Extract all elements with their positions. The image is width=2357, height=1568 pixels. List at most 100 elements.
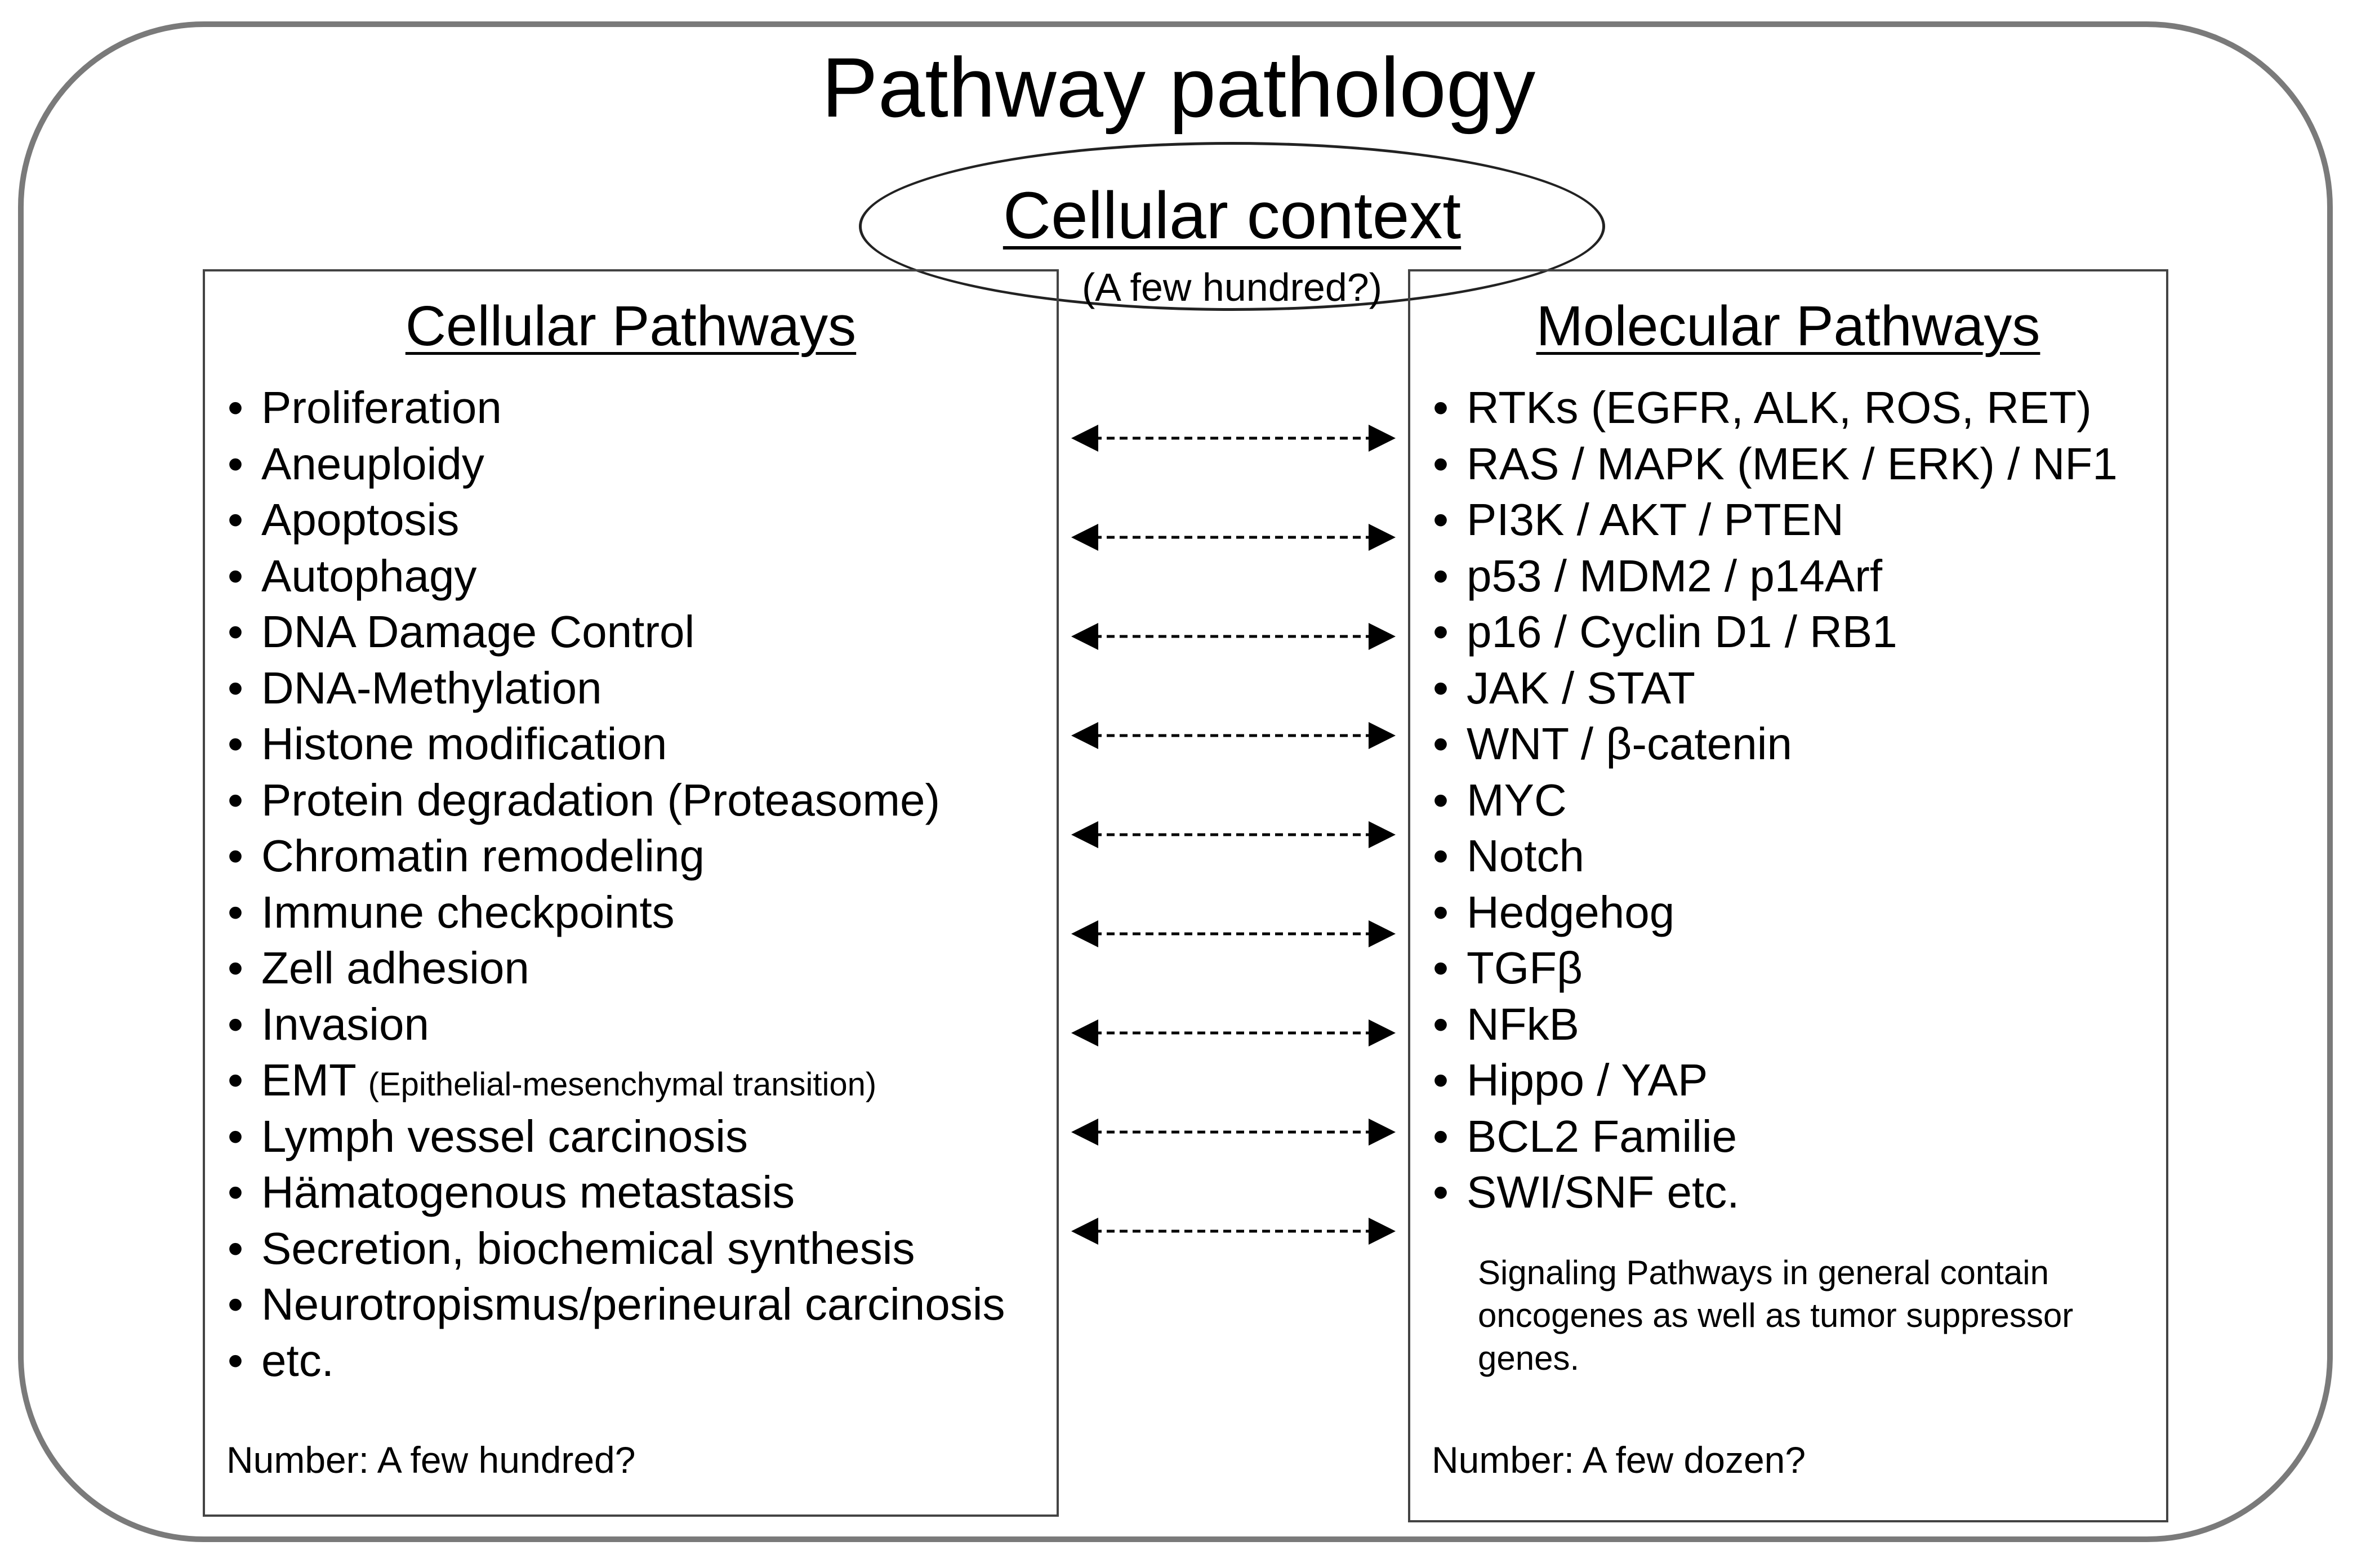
list-item: • Lymph vessel carcinosis — [228, 1108, 1005, 1165]
arrow-head-left — [1071, 623, 1098, 650]
item-label: PI3K / AKT / PTEN — [1467, 495, 1844, 545]
arrow-head-right — [1369, 1019, 1396, 1046]
item-label: DNA-Methylation — [261, 662, 602, 713]
item-label: Notch — [1467, 831, 1584, 881]
bullet-icon: • — [1433, 1055, 1449, 1105]
bullet-icon: • — [228, 774, 244, 825]
list-item: • p53 / MDM2 / p14Arf — [1433, 548, 2118, 604]
bullet-icon: • — [228, 550, 244, 601]
list-item: •Proliferation — [228, 380, 1005, 436]
item-label: RTKs (EGFR, ALK, ROS, RET) — [1467, 382, 2092, 433]
bullet-icon: • — [1433, 662, 1449, 713]
list-item: • Protein degradation (Proteasome) — [228, 772, 1005, 828]
bullet-icon: • — [228, 1055, 244, 1105]
arrow-head-right — [1369, 1119, 1396, 1146]
item-label: Secretion, biochemical synthesis — [261, 1223, 915, 1273]
arrow-head-left — [1071, 722, 1098, 749]
arrow-head-left — [1071, 920, 1098, 947]
item-label: EMT — [261, 1055, 356, 1105]
emt-note: (Epithelial-mesenchymal transition) — [368, 1066, 877, 1103]
molecular-pathways-title: Molecular Pathways — [1536, 295, 2040, 358]
bullet-icon: • — [228, 438, 244, 489]
arrow-head-right — [1369, 722, 1396, 749]
double-arrow — [1071, 425, 1396, 452]
arrow-head-right — [1369, 1218, 1396, 1245]
bullet-icon: • — [228, 607, 244, 657]
list-item: •Autophagy — [228, 548, 1005, 604]
item-label: MYC — [1467, 774, 1567, 825]
bullet-icon: • — [1433, 831, 1449, 881]
bullet-icon: • — [1433, 607, 1449, 657]
item-label: Hippo / YAP — [1467, 1055, 1708, 1105]
bullet-icon: • — [228, 999, 244, 1049]
bullet-icon: • — [228, 887, 244, 937]
item-label: Hämatogenous metastasis — [261, 1167, 795, 1217]
double-arrow — [1071, 821, 1396, 848]
bullet-icon: • — [228, 1167, 244, 1217]
double-arrow — [1071, 623, 1396, 650]
bullet-icon: • — [228, 1111, 244, 1161]
item-label: Lymph vessel carcinosis — [261, 1111, 748, 1161]
arrow-head-left — [1071, 1019, 1098, 1046]
arrow-head-left — [1071, 1119, 1098, 1146]
list-item: • Secretion, biochemical synthesis — [228, 1220, 1005, 1277]
list-item: •Chromatin remodeling — [228, 828, 1005, 884]
context-subtitle: (A few hundred?) — [1081, 265, 1383, 309]
molecular-number: Number: A few dozen? — [1432, 1439, 1806, 1481]
list-item: •WNT / β-catenin — [1433, 716, 2118, 772]
cellular-pathways-list: •Proliferation •Aneuploidy •Apoptosis •A… — [228, 380, 1005, 1388]
arrow-head-left — [1071, 524, 1098, 551]
item-label: Invasion — [261, 999, 429, 1049]
item-label: Proliferation — [261, 382, 502, 433]
item-label: NFkB — [1467, 999, 1579, 1049]
double-arrow — [1071, 1119, 1396, 1146]
list-item: •Neurotropismus/perineural carcinosis — [228, 1276, 1005, 1333]
item-label: Apoptosis — [261, 495, 460, 545]
arrow-head-left — [1071, 425, 1098, 452]
cellular-number: Number: A few hundred? — [226, 1439, 636, 1481]
cellular-pathways-title: Cellular Pathways — [405, 295, 857, 358]
outer-frame — [18, 21, 2333, 1542]
arrow-head-right — [1369, 425, 1396, 452]
list-item: •Immune checkpoints — [228, 884, 1005, 941]
bullet-icon: • — [1433, 382, 1449, 433]
list-item: • DNA Damage Control — [228, 604, 1005, 660]
bullet-icon: • — [228, 1223, 244, 1273]
list-item: •NFkB — [1433, 996, 2118, 1053]
list-item: •Zell adhesion — [228, 940, 1005, 996]
list-item: •Aneuploidy — [228, 436, 1005, 492]
bullet-icon: • — [1433, 1111, 1449, 1161]
list-item: •BCL2 Familie — [1433, 1108, 2118, 1165]
item-label: Neurotropismus/perineural carcinosis — [261, 1279, 1005, 1329]
molecular-pathways-panel: Molecular Pathways • RTKs (EGFR, ALK, ROS… — [1408, 269, 2168, 1522]
list-item: • Hedgehog — [1433, 884, 2118, 941]
double-arrow — [1071, 920, 1396, 947]
item-label: Hedgehog — [1467, 887, 1675, 937]
item-label: Protein degradation (Proteasome) — [261, 774, 941, 825]
arrow-head-right — [1369, 524, 1396, 551]
item-label: WNT / β-catenin — [1467, 719, 1793, 769]
arrow-head-right — [1369, 821, 1396, 848]
bullet-icon: • — [1433, 887, 1449, 937]
bullet-icon: • — [228, 1335, 244, 1386]
double-arrow — [1071, 524, 1396, 551]
list-item: •PI3K / AKT / PTEN — [1433, 492, 2118, 548]
item-label: p53 / MDM2 / p14Arf — [1467, 550, 1883, 601]
double-arrow — [1071, 1218, 1396, 1245]
item-label: DNA Damage Control — [261, 607, 695, 657]
list-item: •RAS / MAPK (MEK / ERK) / NF1 — [1433, 436, 2118, 492]
arrow-head-right — [1369, 623, 1396, 650]
item-label: p16 / Cyclin D1 / RB1 — [1467, 607, 1897, 657]
list-item: • EMT (Epithelial-mesenchymal transition) — [228, 1052, 1005, 1108]
list-item: • Apoptosis — [228, 492, 1005, 548]
list-item: • DNA-Methylation — [228, 660, 1005, 716]
page-title: Pathway pathology — [821, 40, 1536, 135]
list-item: • Hippo / YAP — [1433, 1052, 2118, 1108]
item-label: Chromatin remodeling — [261, 831, 705, 881]
bullet-icon: • — [1433, 550, 1449, 601]
arrow-head-left — [1071, 1218, 1098, 1245]
bullet-icon: • — [228, 662, 244, 713]
bullet-icon: • — [228, 495, 244, 545]
item-label: RAS / MAPK (MEK / ERK) / NF1 — [1467, 438, 2118, 489]
arrow-head-left — [1071, 821, 1098, 848]
